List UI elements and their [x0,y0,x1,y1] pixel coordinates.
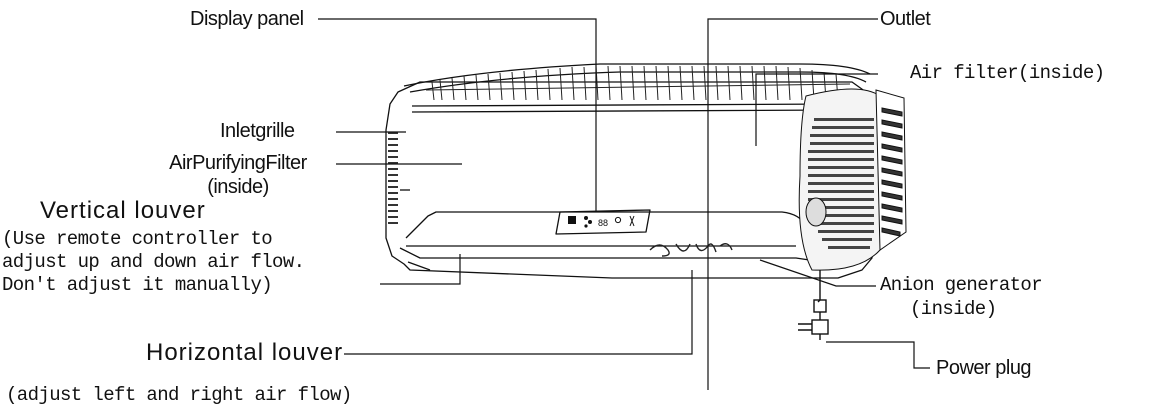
leader-lines [318,18,930,390]
label-horizontal-louver-note: (adjust left and right air flow) [6,384,352,406]
label-horizontal-louver: Horizontal louver [146,339,344,366]
brand-logo [649,243,733,257]
side-knob [805,197,827,227]
leader-horizontal-louver [344,270,693,355]
label-air-purifying-filter: AirPurifyingFilter [169,152,307,174]
right-side-vents [798,88,907,271]
label-vertical-louver-note-2: adjust up and down air flow. [2,251,305,273]
label-air-filter: Air filter(inside) [910,62,1105,84]
leader-air-filter [755,73,878,146]
inlet-grille-slats [425,65,851,101]
leader-display-panel [318,18,597,212]
unit-body-outline [385,81,873,279]
leader-anion-generator [759,259,876,287]
display-icons [568,215,635,228]
left-side-vents [388,132,398,224]
right-side-grille [808,118,874,249]
label-inlet-grille: Inletgrille [220,120,295,142]
label-display-panel: Display panel [190,8,304,30]
label-anion-generator-sub: (inside) [910,298,997,320]
label-vertical-louver-note-3: Don't adjust it manually) [2,274,273,296]
label-air-purifying-filter-sub: (inside) [207,176,269,198]
display-window [555,209,651,235]
unit-top-cap [403,63,871,87]
display-readout: 88 [598,218,608,228]
leader-power-plug [826,341,930,369]
label-power-plug: Power plug [936,357,1032,379]
power-cord [798,270,829,340]
label-vertical-louver: Vertical louver [40,197,206,224]
label-vertical-louver-note-1: (Use remote controller to [2,228,273,250]
leader-vertical-louver [380,254,461,285]
leader-outlet [707,18,878,390]
label-outlet: Outlet [880,8,931,30]
label-anion-generator: Anion generator [880,274,1043,296]
louver-housing [399,247,837,265]
